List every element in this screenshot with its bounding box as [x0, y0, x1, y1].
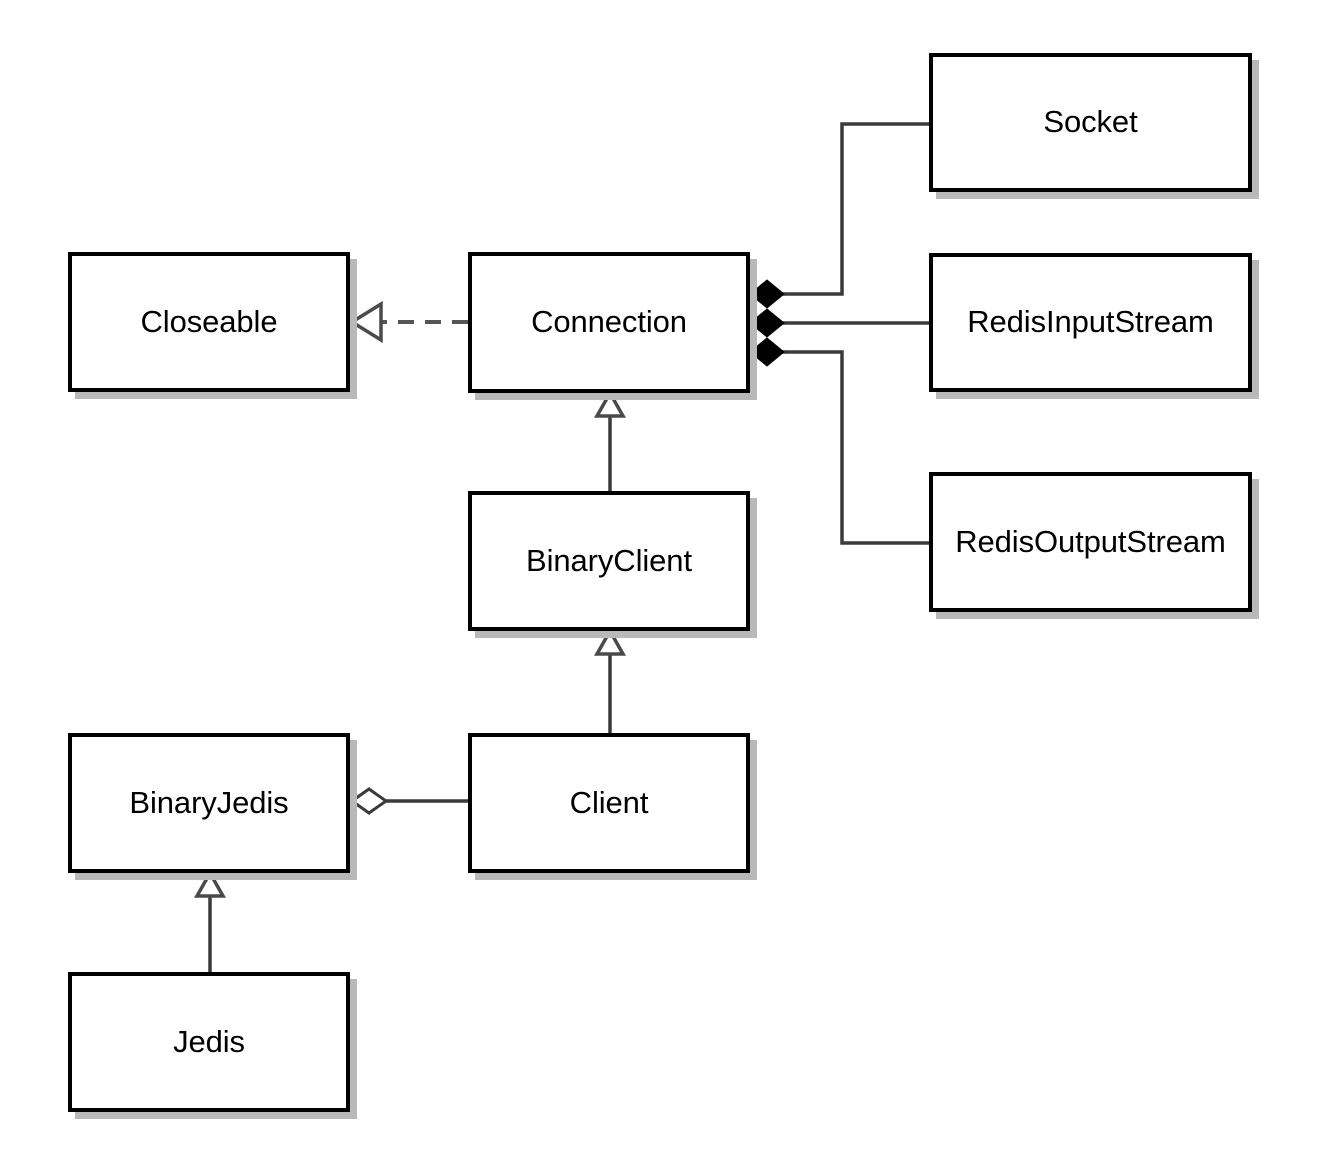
class-name-redis-input-stream: RedisInputStream [967, 304, 1214, 340]
edge-client-binaryclient [594, 627, 626, 733]
class-name-client: Client [569, 784, 649, 820]
edge-binaryclient-connection [594, 389, 626, 491]
class-name-socket: Socket [1043, 104, 1138, 140]
class-box-connection[interactable]: Connection [468, 252, 750, 393]
filled-diamond-icon-redisinputstream [749, 308, 785, 338]
hollow-triangle-icon-connection [594, 389, 626, 418]
class-name-connection: Connection [531, 304, 687, 340]
class-name-closeable: Closeable [140, 303, 278, 339]
class-box-closeable[interactable]: Closeable [68, 252, 350, 392]
edge-connection-socket [749, 122, 929, 309]
edge-jedis-binaryjedis [194, 869, 226, 972]
filled-diamond-icon-socket [749, 279, 785, 309]
class-name-jedis: Jedis [173, 1023, 245, 1059]
edge-binaryjedis-client [349, 787, 468, 815]
hollow-triangle-icon-binaryjedis [194, 869, 226, 898]
class-name-binary-jedis: BinaryJedis [129, 784, 289, 820]
edge-connection-closeable [348, 300, 468, 344]
class-box-redis-input-stream[interactable]: RedisInputStream [929, 253, 1252, 392]
hollow-triangle-icon-binaryclient [594, 627, 626, 656]
class-name-redis-output-stream: RedisOutputStream [955, 523, 1226, 559]
class-box-client[interactable]: Client [468, 733, 750, 873]
filled-diamond-icon-redisoutputstream [749, 337, 785, 367]
edge-connection-redisinputstream [749, 308, 929, 338]
class-box-redis-output-stream[interactable]: RedisOutputStream [929, 472, 1252, 612]
class-box-binary-client[interactable]: BinaryClient [468, 491, 750, 631]
class-box-binary-jedis[interactable]: BinaryJedis [68, 733, 350, 873]
class-name-binary-client: BinaryClient [526, 542, 692, 578]
edge-connection-redisoutputstream [749, 337, 929, 545]
hollow-triangle-icon-closeable [348, 300, 383, 344]
class-box-jedis[interactable]: Jedis [68, 972, 350, 1112]
hollow-diamond-icon-binaryjedis [349, 787, 389, 815]
edge-line-connection-socket [778, 122, 929, 296]
edge-line-connection-redisoutputstream [778, 350, 929, 545]
class-box-socket[interactable]: Socket [929, 53, 1252, 192]
